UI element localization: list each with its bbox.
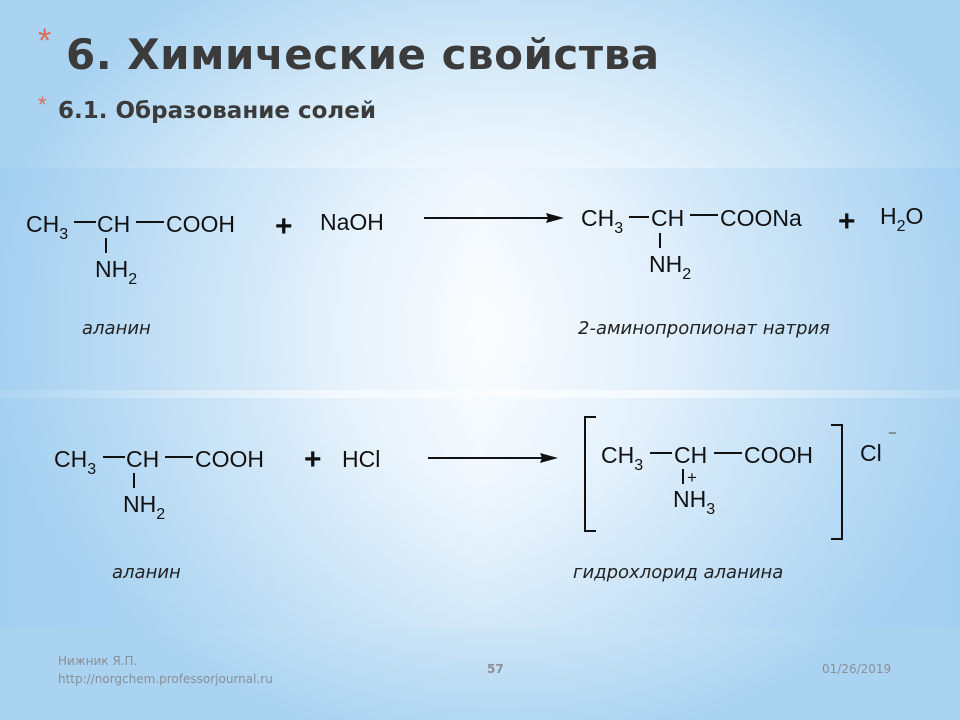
- page-subtitle: 6.1. Образование солей: [58, 98, 376, 124]
- subtitle-bullet: *: [38, 92, 47, 117]
- r1-caption-product: 2-аминопропионат натрия: [578, 318, 830, 339]
- r2-ch: CH: [126, 446, 160, 472]
- reaction-band-bottom: [0, 398, 960, 628]
- r2-product-bond-2: [714, 452, 742, 454]
- r1-caption-alanine: аланин: [82, 318, 151, 339]
- r1-product-ch3: CH3: [581, 205, 624, 237]
- r2-anion-charge: −: [888, 425, 897, 442]
- r2-product-nh3: NH3: [673, 486, 716, 518]
- r2-anion: Cl: [860, 440, 882, 466]
- r2-product-ch: CH: [674, 442, 708, 468]
- r1-product-ch: CH: [651, 205, 685, 231]
- page-title: 6. Химические свойства: [66, 30, 660, 79]
- r1-bond-1: [74, 221, 96, 223]
- r2-product-charge: +: [687, 468, 697, 487]
- r1-nh2: NH2: [95, 256, 138, 288]
- r1-plus-1: +: [275, 210, 293, 243]
- r2-arrow: [428, 453, 558, 463]
- r2-product-bond-1: [650, 452, 672, 454]
- r1-bond-2: [136, 221, 164, 223]
- r1-arrow: [424, 213, 564, 223]
- r1-reagent: NaOH: [320, 209, 384, 235]
- footer-author: Нижник Я.П.: [58, 654, 138, 668]
- r1-product-bond-2: [690, 214, 718, 216]
- r2-caption-alanine: аланин: [112, 562, 181, 583]
- r1-plus-2: +: [838, 205, 856, 238]
- r1-ch: CH: [97, 211, 131, 237]
- r2-caption-product: гидрохлорид аланина: [573, 562, 784, 583]
- r1-cooh: COOH: [166, 211, 235, 237]
- title-bullet: *: [38, 22, 52, 60]
- r2-ch3: CH3: [54, 446, 97, 478]
- r1-bond-3: [105, 238, 107, 253]
- r1-product-coona: COONa: [720, 205, 802, 231]
- r2-product-ch3: CH3: [601, 442, 644, 474]
- r2-cooh: COOH: [195, 446, 264, 472]
- reaction-band-top: [0, 168, 960, 390]
- r2-bracket-right: [831, 424, 843, 540]
- r2-bond-2: [165, 456, 193, 458]
- r2-product-cooh: COOH: [744, 442, 813, 468]
- r2-reagent: HCl: [342, 446, 381, 472]
- r1-ch3: CH3: [26, 211, 69, 243]
- footer-url: http://norgchem.professorjournal.ru: [58, 672, 273, 686]
- r2-product-bond-3: [682, 469, 684, 484]
- r1-product-nh2: NH2: [649, 251, 692, 283]
- r1-product-bond-3: [659, 233, 661, 248]
- r2-bracket-left: [584, 416, 596, 532]
- footer-date: 01/26/2019: [822, 662, 892, 676]
- r2-nh2: NH2: [123, 491, 166, 523]
- r2-bond-1: [103, 456, 125, 458]
- r1-product-bond-1: [629, 216, 649, 218]
- r2-bond-3: [133, 473, 135, 488]
- r1-water: H2O: [880, 203, 924, 235]
- page-number: 57: [487, 662, 504, 676]
- r2-plus: +: [304, 443, 322, 476]
